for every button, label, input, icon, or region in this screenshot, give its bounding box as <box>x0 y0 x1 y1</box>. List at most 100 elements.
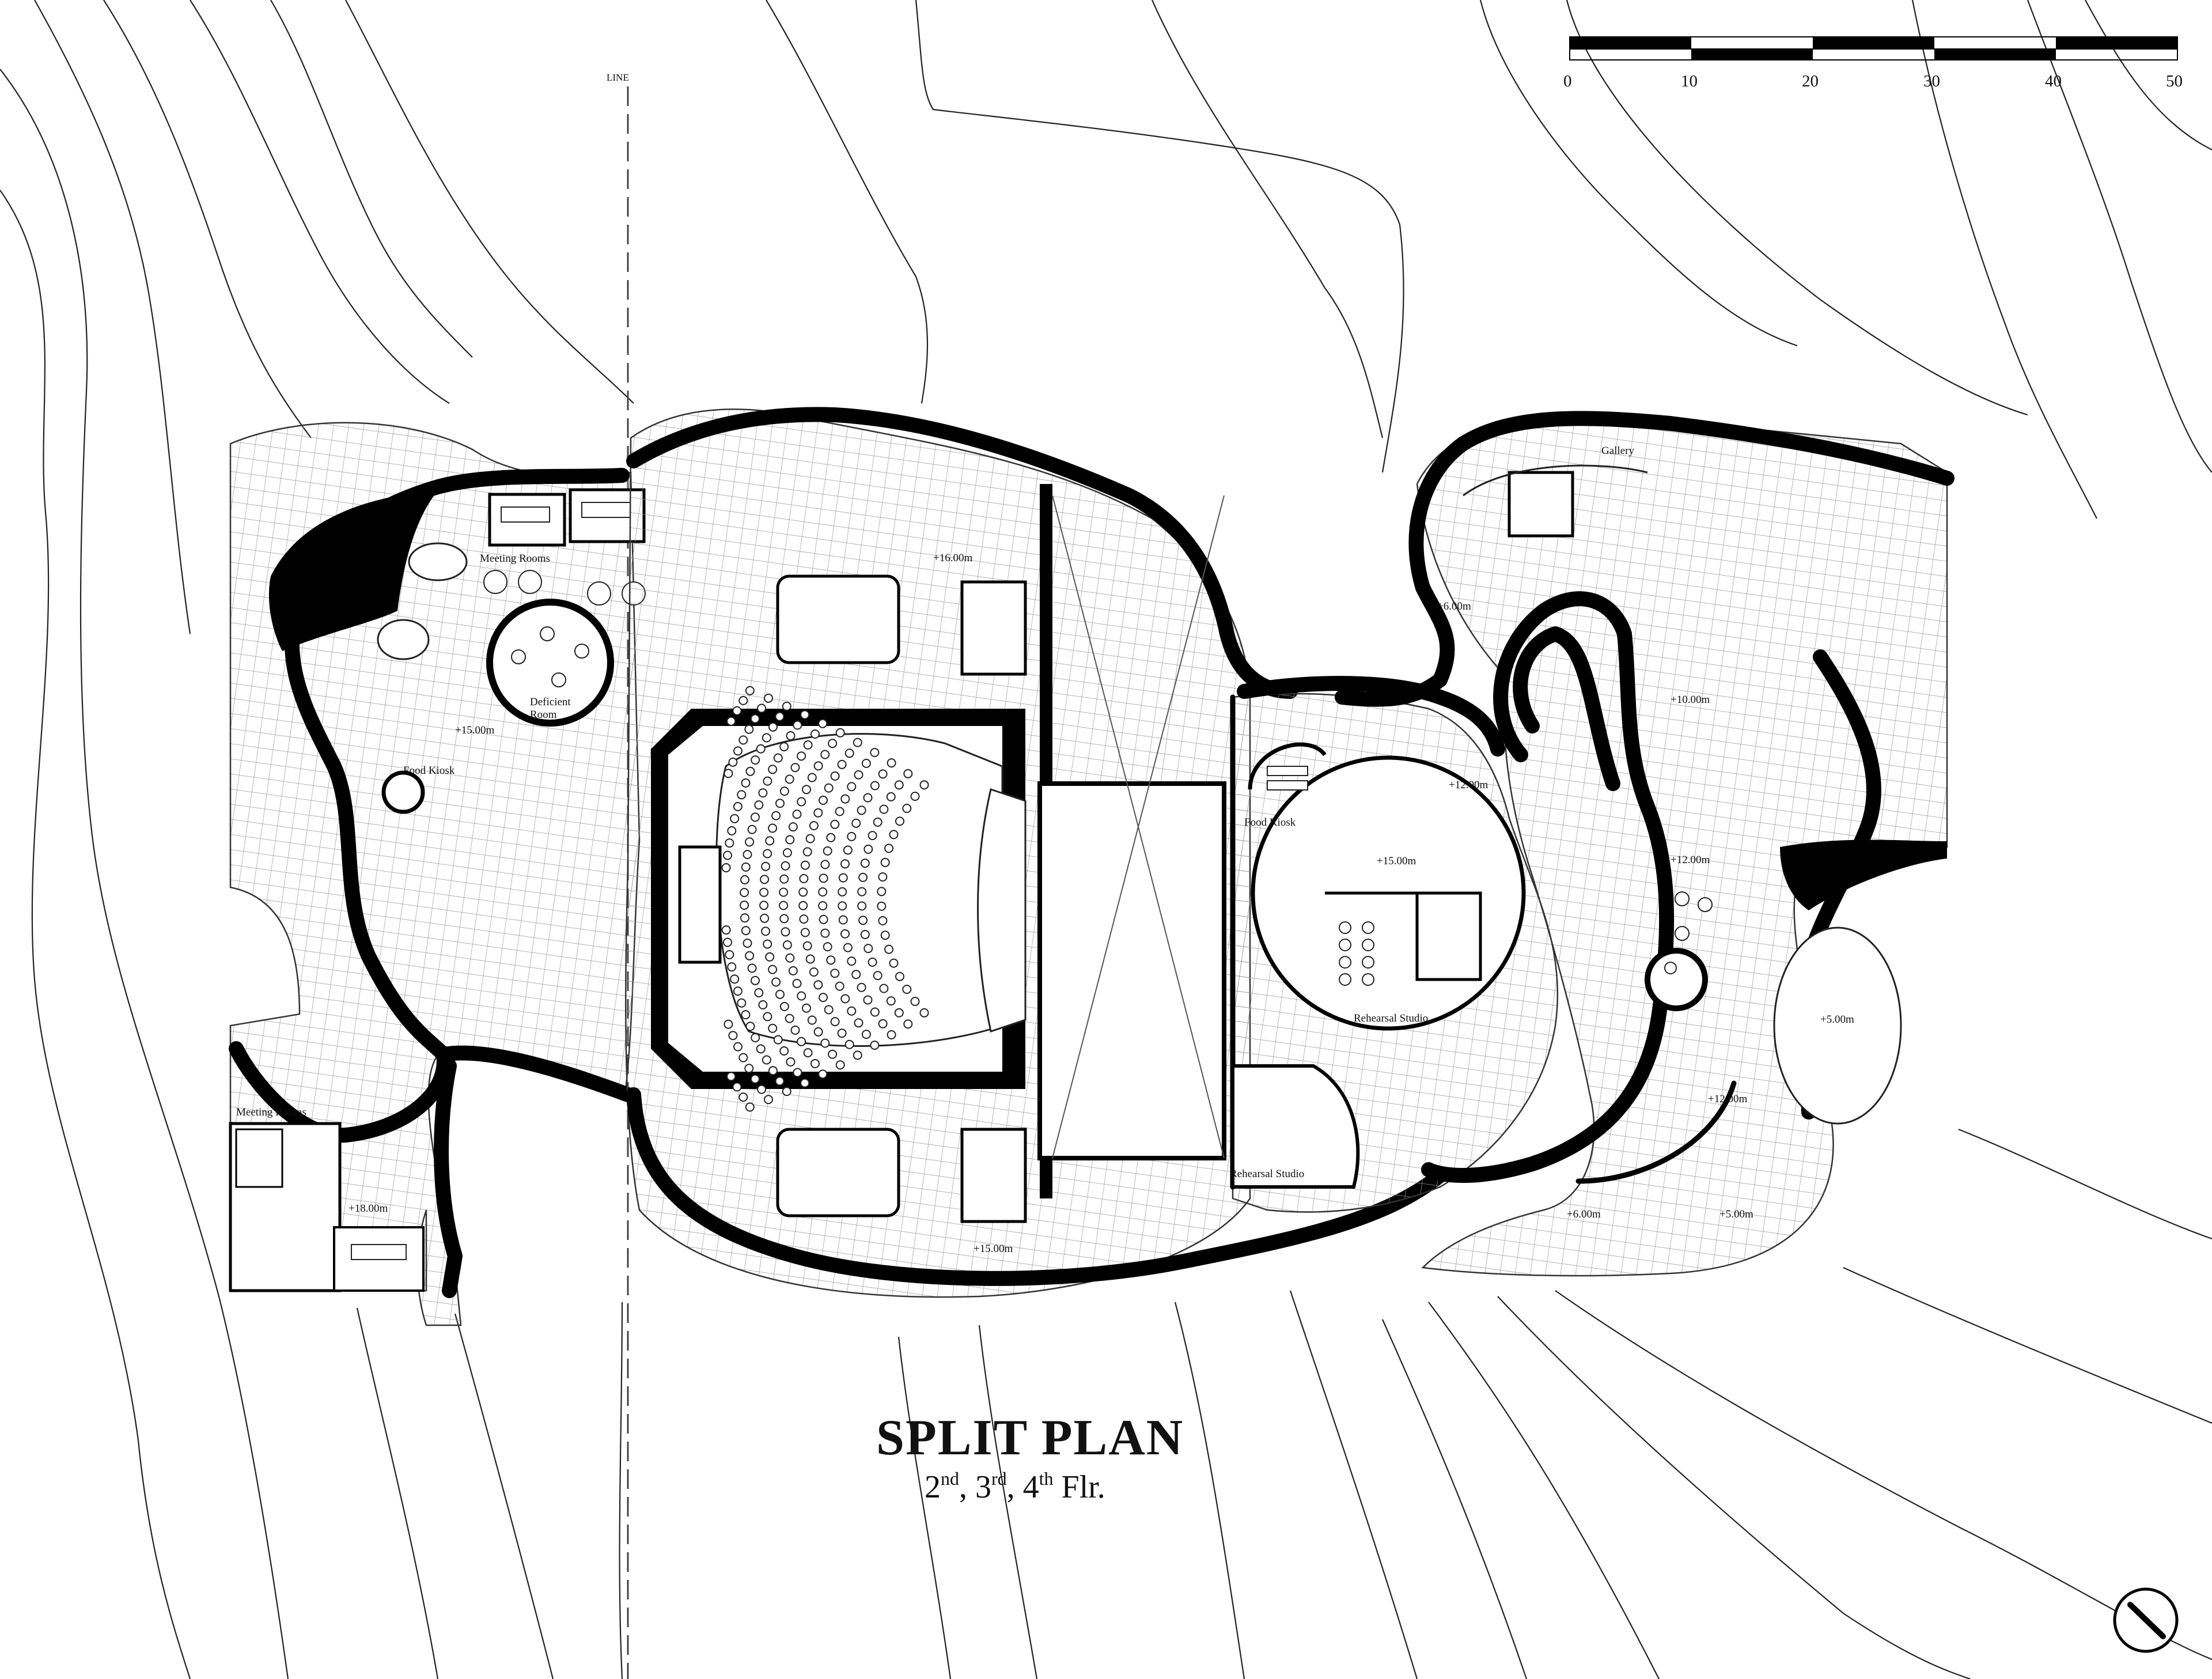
level-6-top: +6.00m <box>1437 600 1471 612</box>
audience-seat <box>738 1092 748 1102</box>
audience-seat <box>754 988 764 997</box>
scale-tick-0: 0 <box>1563 72 1572 90</box>
audience-seat <box>887 1030 896 1039</box>
audience-seat <box>826 955 836 965</box>
audience-seat <box>799 914 809 924</box>
audience-seat <box>858 916 868 925</box>
meeting-pods <box>377 542 646 660</box>
audience-seat <box>721 925 731 935</box>
audience-seat <box>919 1008 929 1018</box>
audience-seating <box>678 686 929 1112</box>
audience-seat <box>886 792 896 801</box>
audience-seat <box>785 774 794 784</box>
audience-seat <box>741 1010 751 1020</box>
level-12-mid: +12.00m <box>1671 854 1710 866</box>
audience-seat <box>738 695 748 705</box>
audience-seat <box>726 716 736 726</box>
audience-seat <box>745 1102 755 1112</box>
audience-seat <box>840 859 850 869</box>
audience-seat <box>819 873 828 883</box>
audience-seat <box>763 849 772 859</box>
audience-seat <box>802 785 811 795</box>
page-title: SPLIT PLAN <box>876 1410 1184 1466</box>
audience-seat <box>810 1059 820 1068</box>
scale-tick-50: 50 <box>2166 72 2183 90</box>
label-gallery: Gallery <box>1601 445 1634 457</box>
audience-seat <box>786 1057 796 1067</box>
audience-seat <box>878 916 888 925</box>
page-subtitle: 2nd, 3rd, 4th Flr. <box>925 1468 1105 1505</box>
audience-seat <box>894 1008 904 1018</box>
audience-seat <box>895 816 904 826</box>
audience-seat <box>758 1000 768 1009</box>
audience-seat <box>785 835 795 845</box>
audience-seat <box>857 887 867 897</box>
audience-seat <box>889 958 899 968</box>
audience-seat <box>800 710 810 720</box>
level-15-studio: +15.00m <box>1377 855 1416 867</box>
audience-seat <box>790 763 800 773</box>
audience-seat <box>860 929 870 939</box>
audience-seat <box>868 957 877 967</box>
audience-seat <box>726 1072 736 1081</box>
audience-seat <box>732 1082 742 1092</box>
audience-seat <box>788 822 798 832</box>
audience-seat <box>768 965 778 974</box>
audience-seat <box>782 1087 791 1096</box>
audience-seat <box>847 782 857 792</box>
audience-seat <box>779 901 789 910</box>
audience-seat <box>835 1060 845 1070</box>
audience-seat <box>879 984 889 993</box>
audience-seat <box>851 970 861 980</box>
audience-seat <box>728 757 738 767</box>
split-line-label: LINE <box>607 72 629 83</box>
audience-seat <box>863 844 873 854</box>
audience-seat <box>818 1069 828 1079</box>
audience-seat <box>757 1084 767 1094</box>
table-cluster-icon <box>511 626 589 687</box>
audience-seat <box>725 950 734 959</box>
label-food-kiosk-left: Food Kiosk <box>403 765 455 777</box>
audience-seat <box>775 799 785 808</box>
audience-seat <box>782 940 792 950</box>
audience-seat <box>857 806 866 815</box>
audience-seat <box>886 996 896 1006</box>
audience-seat <box>809 821 819 830</box>
audience-seat <box>738 1053 748 1062</box>
audience-seat <box>786 731 796 740</box>
audience-seat <box>840 794 850 804</box>
audience-seat <box>760 913 770 923</box>
audience-seat <box>781 861 790 871</box>
audience-seat <box>873 971 882 981</box>
audience-seat <box>761 861 771 871</box>
audience-seat <box>797 991 806 1001</box>
audience-seat <box>877 901 887 911</box>
audience-seat <box>763 776 772 786</box>
audience-seat <box>771 977 781 987</box>
audience-seat <box>823 942 832 952</box>
audience-seat <box>797 797 806 807</box>
audience-seat <box>870 781 880 791</box>
audience-seat <box>844 1039 854 1049</box>
audience-seat <box>790 1025 800 1035</box>
label-rehearsal-studio-lower: Rehearsal Studio <box>1230 1168 1304 1180</box>
audience-seat <box>800 928 810 937</box>
scale-tick-10: 10 <box>1681 72 1698 90</box>
audience-seat <box>779 742 789 751</box>
audience-seat <box>737 790 747 800</box>
audience-seat <box>765 952 775 962</box>
audience-seat <box>775 989 785 999</box>
audience-seat <box>745 951 755 960</box>
audience-seat <box>853 1050 862 1060</box>
audience-seat <box>838 915 848 925</box>
audience-seat <box>919 780 929 790</box>
audience-seat <box>884 944 894 954</box>
audience-seat <box>785 953 795 963</box>
audience-seat <box>819 795 828 805</box>
audience-seat <box>870 1041 880 1050</box>
audience-seat <box>779 1046 789 1056</box>
audience-seat <box>779 914 789 924</box>
audience-seat <box>838 887 847 897</box>
audience-seat <box>835 981 844 991</box>
